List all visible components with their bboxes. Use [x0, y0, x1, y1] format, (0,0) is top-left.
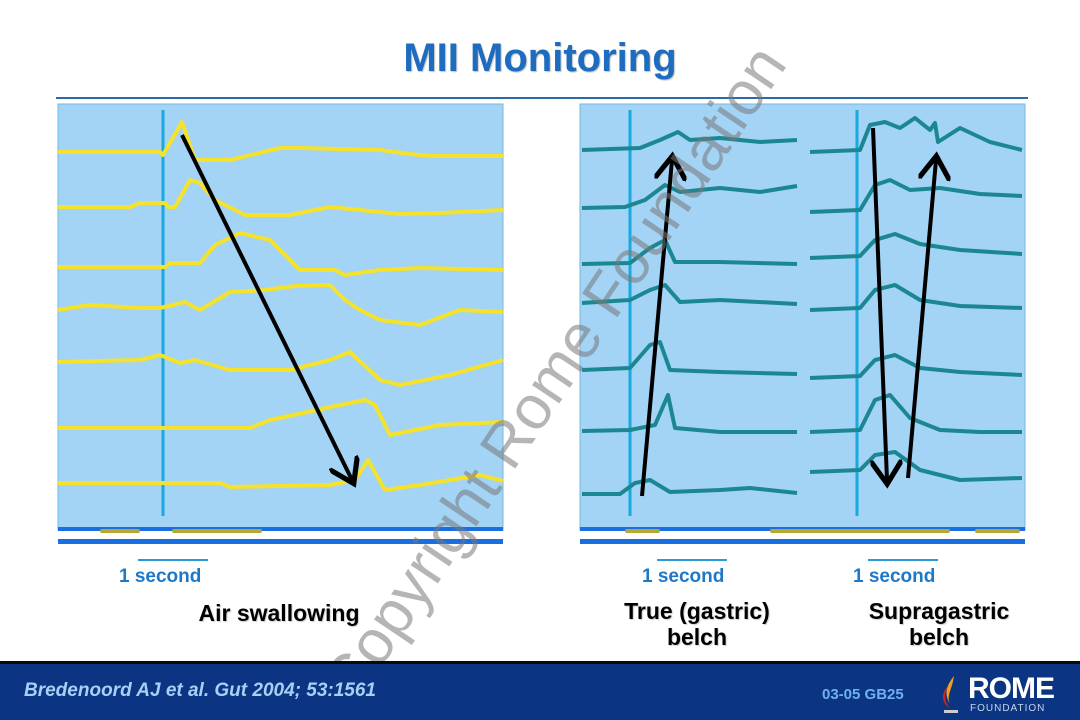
scale-label: 1 second: [119, 566, 202, 587]
logo-subtitle: FOUNDATION: [970, 703, 1046, 714]
caption-air-swallowing: Air swallowing: [198, 600, 360, 626]
title-divider: [56, 97, 1028, 99]
downward-arrow: [873, 127, 887, 480]
caption-supragastric-belch: Supragastric belch: [839, 598, 1039, 650]
yellow-traces: [57, 120, 504, 492]
caption-line: Supragastric: [868, 598, 1010, 624]
logo-word: ROME: [968, 672, 1055, 705]
slide-title: MII Monitoring: [403, 36, 677, 80]
upward-arrow: [640, 160, 672, 497]
propagation-arrow: [180, 134, 352, 480]
belch-panel: [579, 103, 1026, 561]
rome-foundation-logo: ROME FOUNDATION: [938, 672, 1068, 717]
footer-bar: Bredenoord AJ et al. Gut 2004; 53:1561 0…: [0, 661, 1080, 720]
caption-line: True (gastric): [624, 598, 770, 624]
air-swallowing-panel: [57, 103, 504, 561]
scale-label: 1 second: [642, 566, 725, 587]
citation: Bredenoord AJ et al. Gut 2004; 53:1561: [24, 680, 376, 701]
caption-line: belch: [666, 624, 728, 650]
scale-label: 1 second: [853, 566, 936, 587]
caption-true-belch: True (gastric) belch: [597, 598, 797, 650]
upward-arrow: [906, 160, 936, 479]
slide-code: 03-05 GB25: [822, 686, 904, 703]
flame-icon: [942, 676, 958, 713]
caption-line: belch: [908, 624, 970, 650]
